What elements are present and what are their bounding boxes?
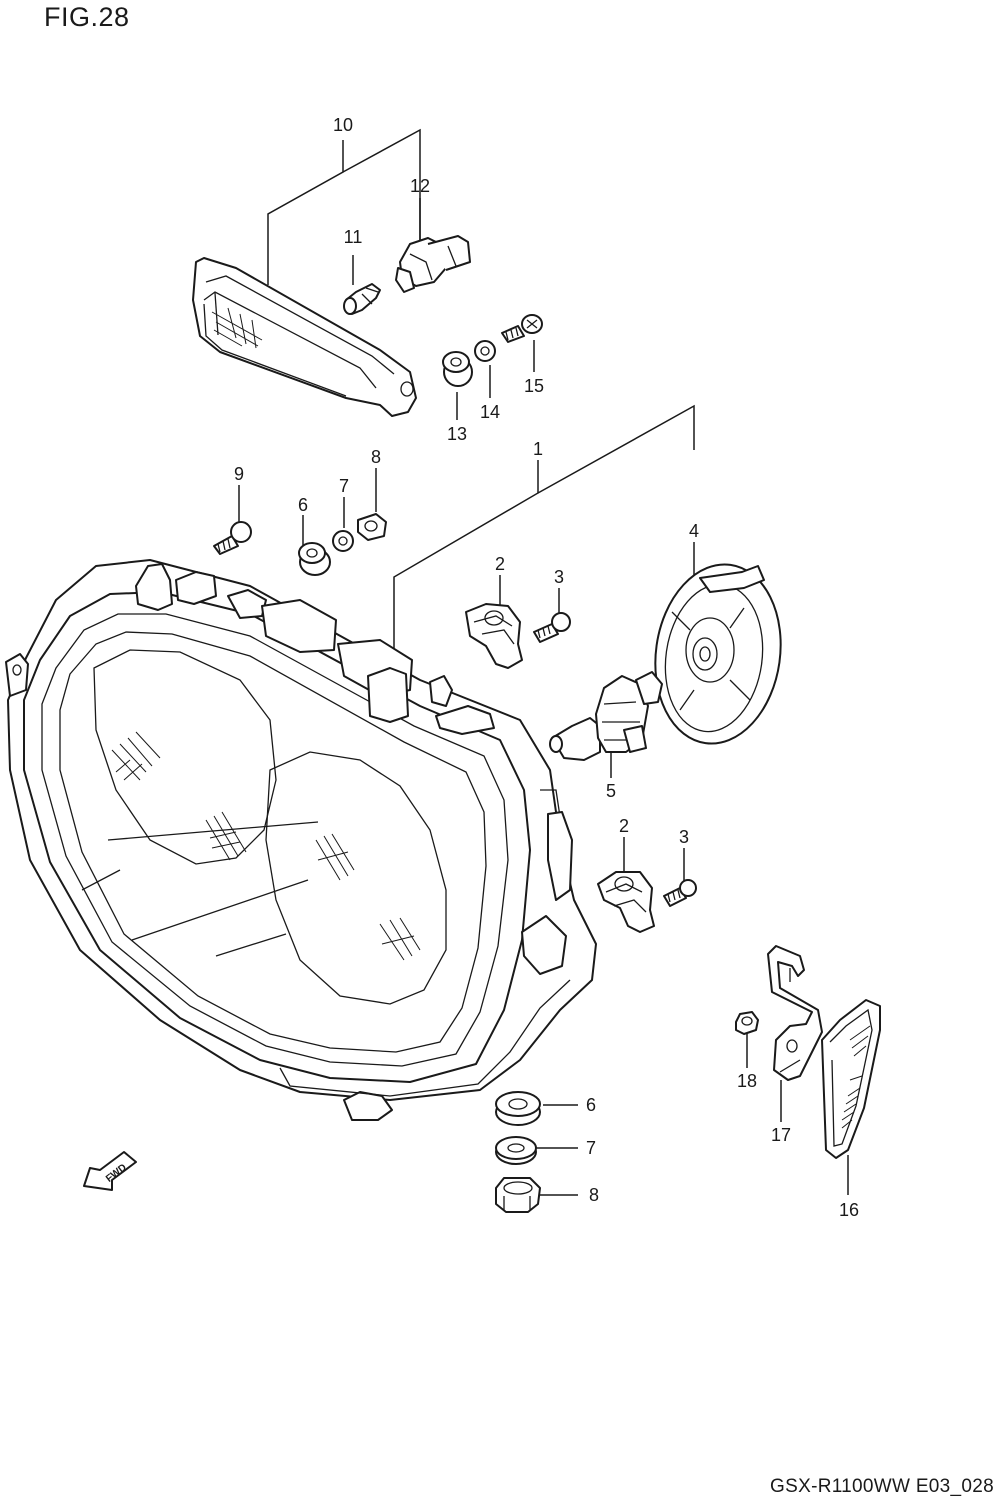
headlight-bulb <box>549 671 663 761</box>
bulb-socket <box>395 235 471 293</box>
fwd-arrow: FWD <box>83 1151 137 1191</box>
bulb-boot-cover <box>654 563 782 745</box>
nut-8-top <box>357 513 387 541</box>
nut-18 <box>735 1011 759 1035</box>
headlight-assembly <box>5 559 597 1121</box>
screw-9 <box>213 521 252 555</box>
leader-lines <box>238 128 849 1196</box>
screw-3-upper <box>533 612 571 643</box>
callout-10: 10 <box>333 115 353 135</box>
callout-11: 11 <box>344 227 363 247</box>
callout-18: 18 <box>737 1071 757 1091</box>
turn-signal-bulb <box>343 283 381 315</box>
side-reflector <box>821 999 881 1159</box>
side-reflector-bracket <box>767 945 823 1081</box>
bulb-clip-2-lower <box>597 871 655 933</box>
callout-16: 16 <box>839 1200 859 1220</box>
washer-14 <box>474 340 496 362</box>
callout-2-lower: 2 <box>619 816 629 836</box>
washer-7-bottom <box>495 1136 537 1165</box>
turn-signal-housing <box>192 257 417 417</box>
callout-14: 14 <box>480 402 500 422</box>
callout-1: 1 <box>533 439 543 459</box>
bulb-clip-2-upper <box>465 603 523 669</box>
screw-3-lower <box>663 879 697 907</box>
callout-7-bottom: 7 <box>586 1138 596 1158</box>
callout-17: 17 <box>771 1125 791 1145</box>
model-code-footer: GSX-R1100WW E03_028 <box>770 1476 994 1497</box>
nut-8-bottom <box>495 1177 541 1213</box>
callout-3-upper: 3 <box>554 567 564 587</box>
grommet-13 <box>442 351 473 387</box>
callout-4: 4 <box>689 521 699 541</box>
callout-9: 9 <box>234 464 244 484</box>
figure-title: FIG.28 <box>44 2 130 32</box>
callout-8-bottom: 8 <box>589 1185 599 1205</box>
washer-7-top <box>332 530 354 552</box>
callout-2-upper: 2 <box>495 554 505 574</box>
callout-15: 15 <box>524 376 544 396</box>
callout-3-lower: 3 <box>679 827 689 847</box>
callout-8-top: 8 <box>371 447 381 467</box>
callout-13: 13 <box>447 424 467 444</box>
grommet-6-bottom <box>495 1091 541 1126</box>
callout-7-top: 7 <box>339 476 349 496</box>
callout-6-top: 6 <box>298 495 308 515</box>
callout-5: 5 <box>606 781 616 801</box>
grommet-6-top <box>298 542 331 576</box>
callout-12: 12 <box>410 176 430 196</box>
callout-numbers: 1 2 2 3 3 4 5 6 6 7 7 8 8 9 10 11 12 13 … <box>234 115 859 1220</box>
screw-15 <box>501 314 543 343</box>
callout-6-bottom: 6 <box>586 1095 596 1115</box>
